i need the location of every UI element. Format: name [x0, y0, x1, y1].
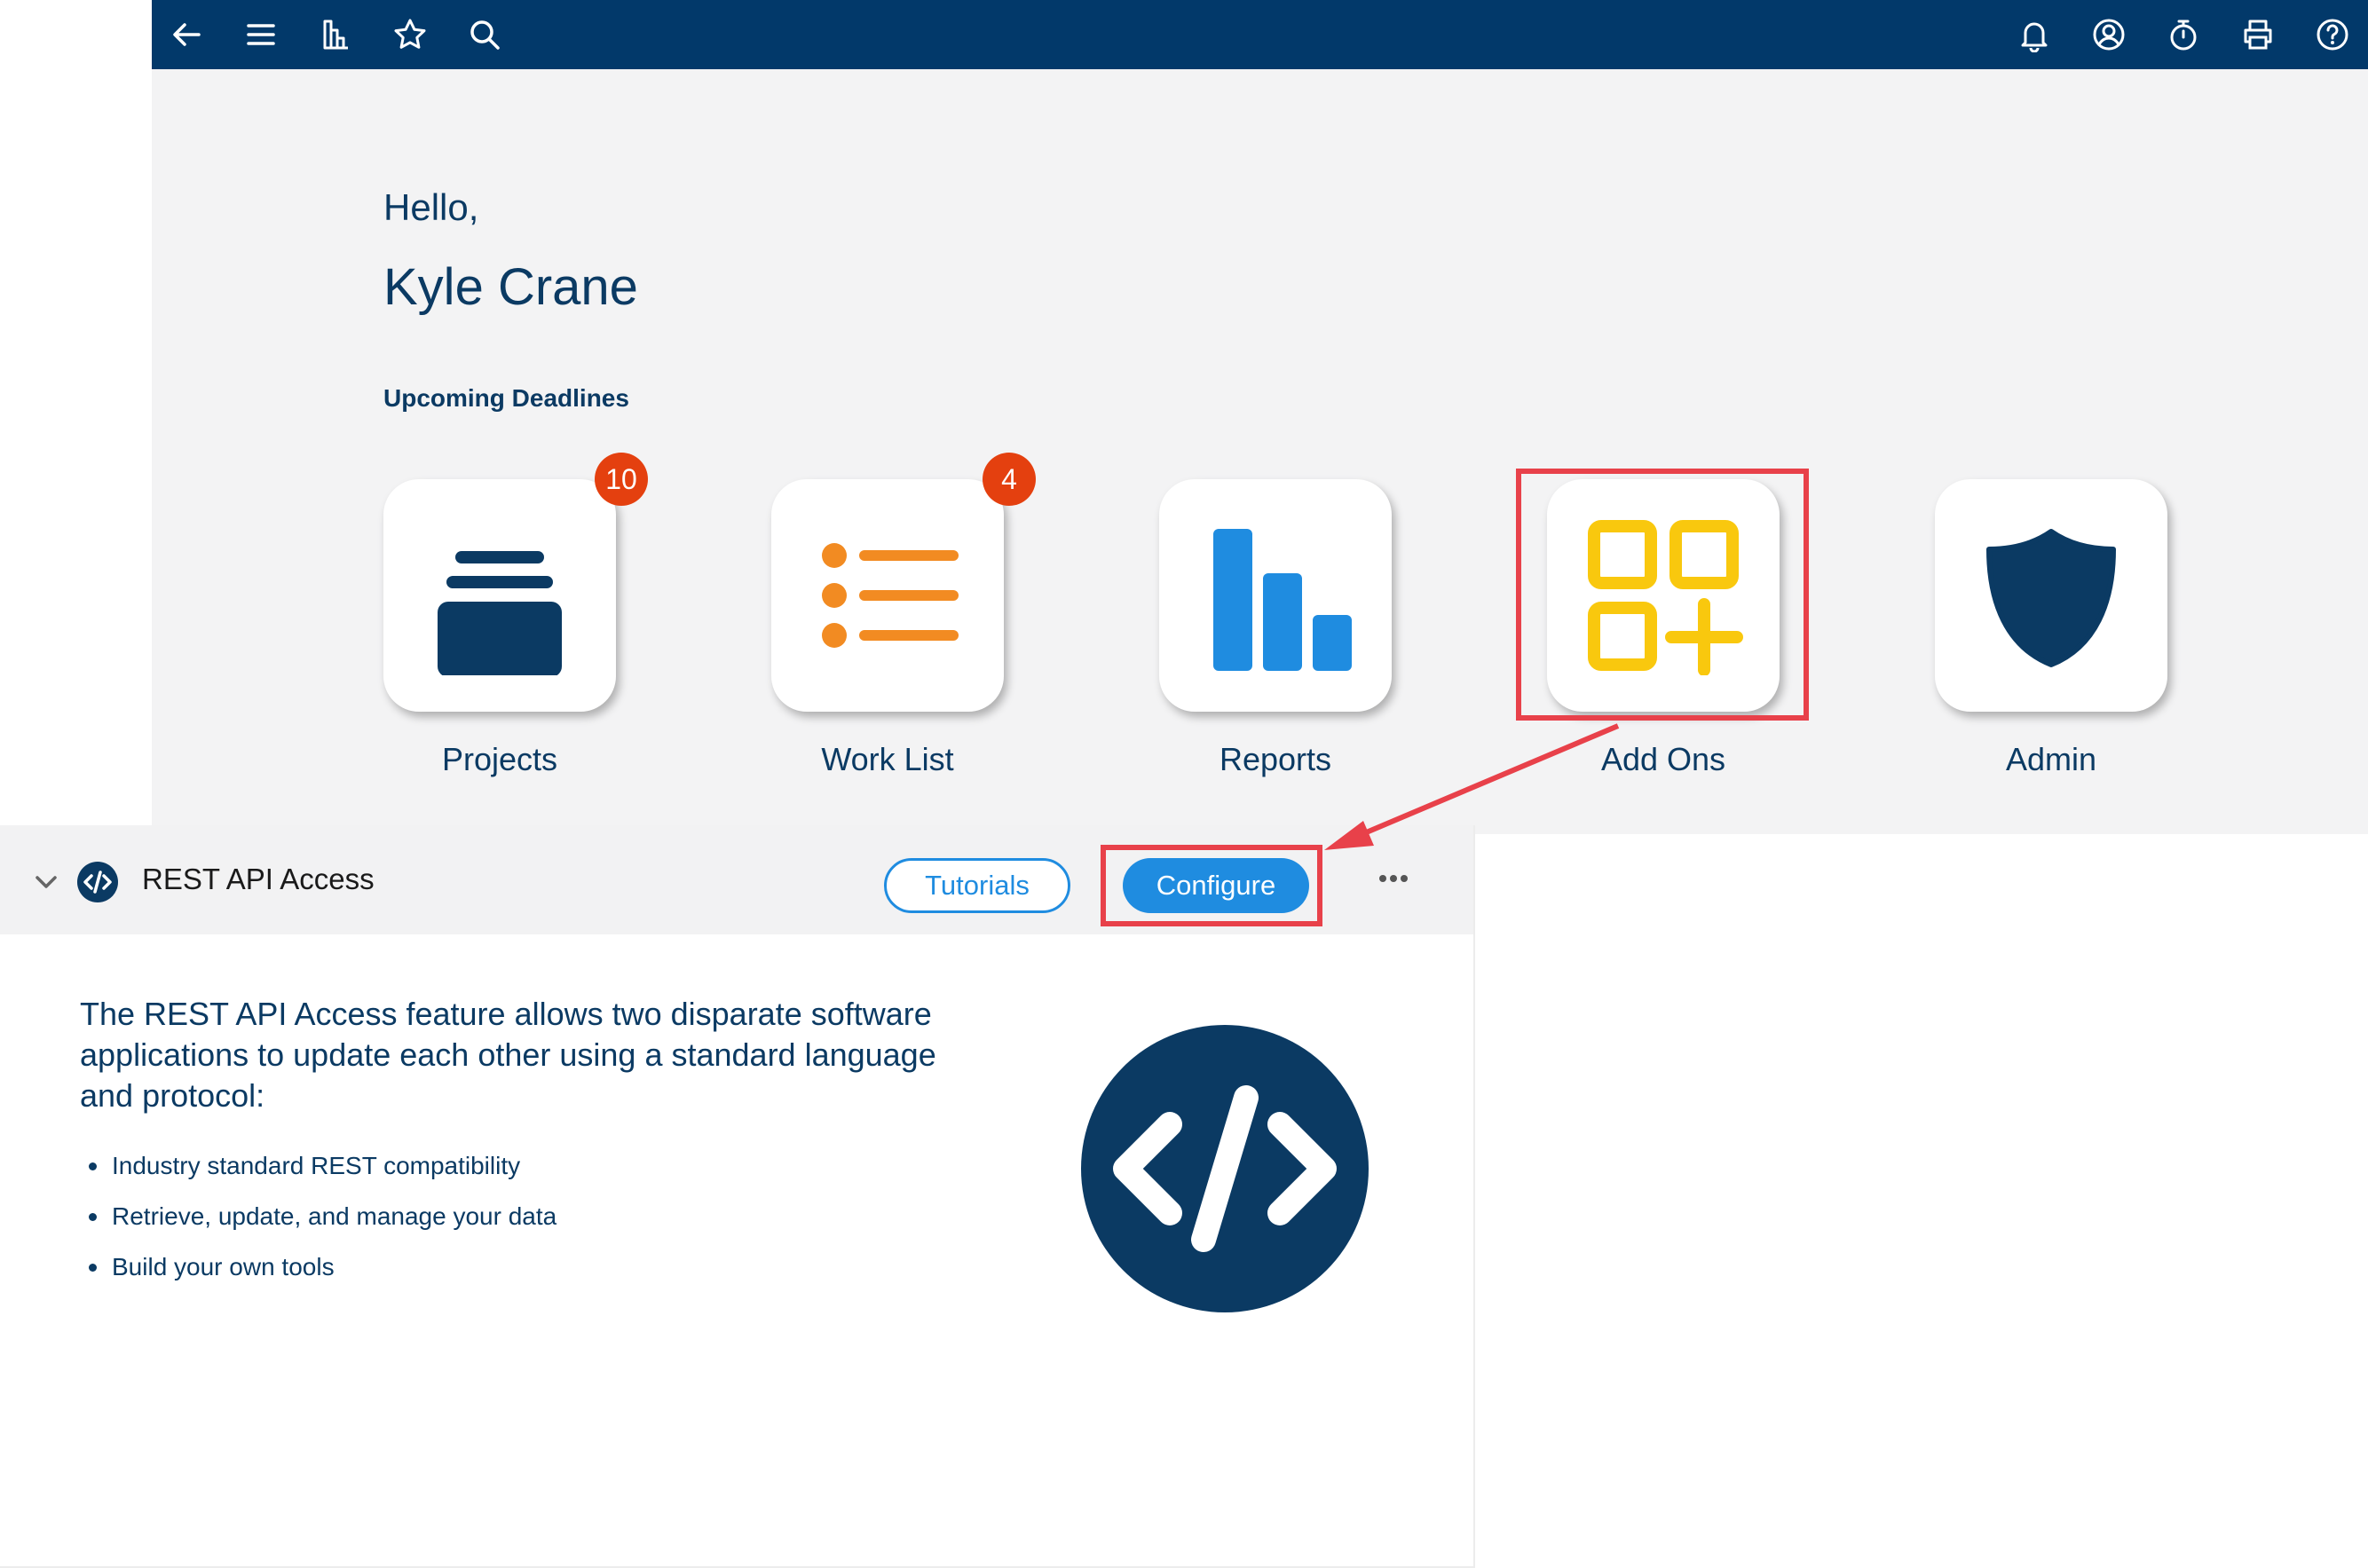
add-ons-highlight-box	[1516, 469, 1809, 721]
tile-label: Projects	[441, 741, 558, 777]
add-ons-icon	[1588, 520, 1743, 675]
configure-highlight-box	[1101, 845, 1322, 926]
tile-work-list[interactable]: 4 Work List	[771, 453, 1036, 777]
user-name: Kyle Crane	[383, 258, 638, 316]
reports-icon[interactable]	[313, 12, 358, 57]
tile-label: Admin	[2005, 741, 2097, 777]
reports-tile-button[interactable]	[1159, 479, 1392, 712]
list-item: Industry standard REST compatibility	[85, 1140, 556, 1191]
shield-icon	[1986, 529, 2116, 667]
projects-tile-button[interactable]: 10	[383, 453, 648, 712]
tile-label: Add Ons	[1600, 741, 1726, 777]
star-icon[interactable]	[388, 12, 432, 57]
work-list-icon	[822, 543, 959, 648]
reports-bar-icon	[1213, 529, 1352, 671]
tile-admin[interactable]: Admin	[1935, 479, 2167, 777]
code-logo-icon	[1081, 1025, 1369, 1312]
home-window: Hello, Kyle Crane Upcoming Deadlines 10 …	[152, 0, 2368, 834]
tile-label: Reports	[1219, 741, 1332, 777]
admin-tile-button[interactable]	[1935, 479, 2167, 712]
feature-bullet-list: Industry standard REST compatibility Ret…	[85, 1140, 556, 1292]
menu-icon[interactable]	[239, 12, 283, 57]
rest-api-access-panel: REST API Access Tutorials Configure The …	[0, 825, 1475, 1568]
feature-description: The REST API Access feature allows two d…	[80, 996, 936, 1114]
tile-label: Work List	[821, 741, 954, 777]
tutorials-button[interactable]: Tutorials	[884, 858, 1070, 913]
panel-header: REST API Access Tutorials Configure	[0, 825, 1473, 934]
top-navigation-bar	[152, 0, 2368, 69]
tile-projects[interactable]: 10 Projects	[383, 453, 648, 777]
work-list-count-badge: 4	[983, 453, 1036, 506]
projects-icon	[438, 551, 562, 675]
timer-icon[interactable]	[2161, 12, 2206, 57]
panel-title: REST API Access	[142, 863, 375, 895]
configure-button[interactable]: Configure	[1123, 858, 1309, 913]
list-item: Retrieve, update, and manage your data	[85, 1191, 556, 1241]
work-list-tile-button[interactable]: 4	[771, 453, 1036, 712]
more-options-icon[interactable]	[1374, 859, 1413, 898]
greeting-hello: Hello,	[383, 186, 479, 228]
chevron-down-icon[interactable]	[30, 866, 62, 898]
help-icon[interactable]	[2310, 12, 2355, 57]
list-item: Build your own tools	[85, 1241, 556, 1292]
back-arrow-icon[interactable]	[164, 12, 209, 57]
bell-icon[interactable]	[2012, 12, 2056, 57]
upcoming-deadlines-heading: Upcoming Deadlines	[383, 384, 629, 412]
code-icon	[77, 862, 118, 902]
projects-count-badge: 10	[595, 453, 648, 506]
tile-add-ons[interactable]: Add Ons	[1547, 479, 1780, 777]
add-ons-tile-button[interactable]	[1547, 479, 1780, 712]
user-icon[interactable]	[2087, 12, 2131, 57]
printer-icon[interactable]	[2236, 12, 2280, 57]
tile-reports[interactable]: Reports	[1159, 479, 1392, 777]
search-icon[interactable]	[462, 12, 507, 57]
